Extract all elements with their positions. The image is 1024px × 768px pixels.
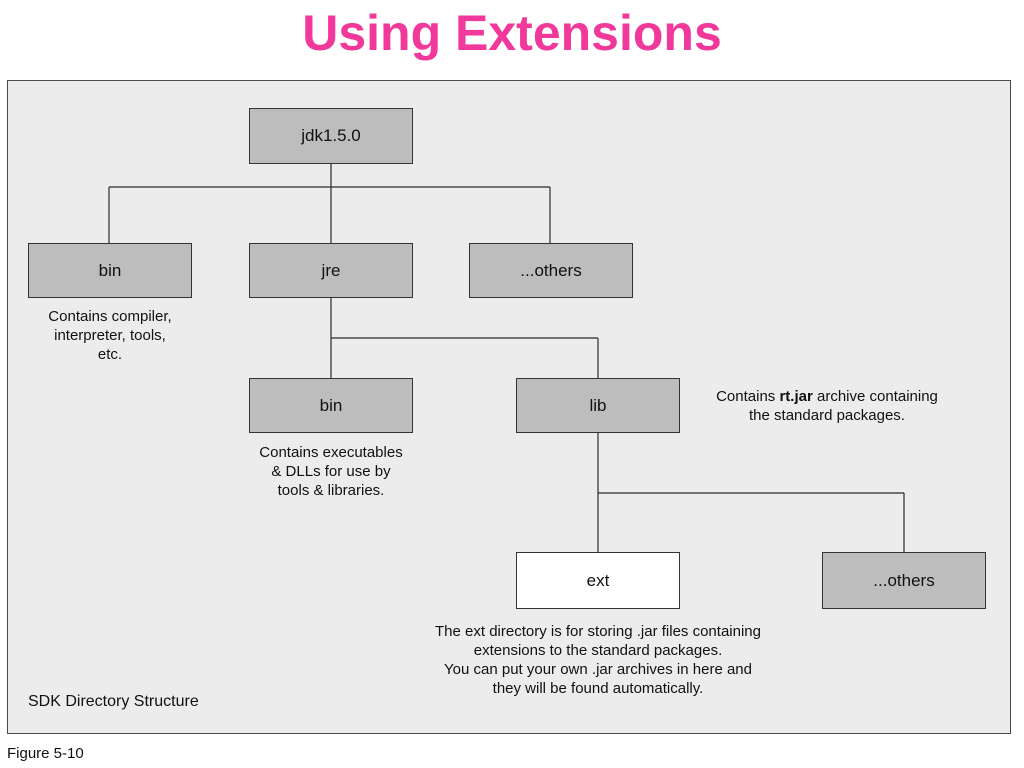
node-jre-bin: bin	[249, 378, 413, 433]
node-others-lib: ...others	[822, 552, 986, 609]
note-jre-bin: Contains executables & DLLs for use by t…	[259, 444, 403, 499]
node-jre: jre	[249, 243, 413, 298]
node-others-top: ...others	[469, 243, 633, 298]
diagram-caption: SDK Directory Structure	[28, 693, 199, 710]
node-jdk-root: jdk1.5.0	[249, 108, 413, 164]
figure-label: Figure 5-10	[7, 745, 84, 762]
node-ext: ext	[516, 552, 680, 609]
note-lib-prefix: Contains	[716, 388, 780, 405]
node-lib: lib	[516, 378, 680, 433]
slide-title: Using Extensions	[302, 5, 722, 61]
diagram-panel	[7, 80, 1011, 734]
note-bin: Contains compiler, interpreter, tools, e…	[48, 308, 172, 363]
note-ext: The ext directory is for storing .jar fi…	[435, 623, 761, 697]
note-lib-rtjar: rt.jar	[779, 388, 813, 405]
note-lib-suffix: archive containing the standard packages…	[749, 388, 938, 424]
note-lib: Contains rt.jar archive containing the s…	[682, 387, 972, 425]
node-bin: bin	[28, 243, 192, 298]
